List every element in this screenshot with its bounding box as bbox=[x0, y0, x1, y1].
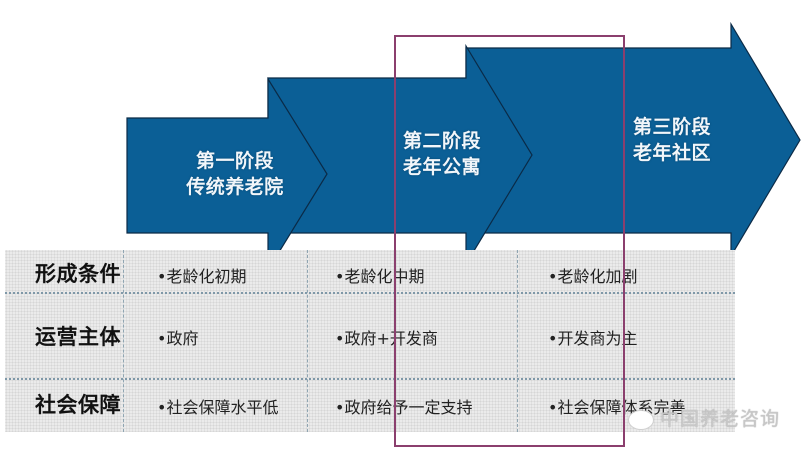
table-cell: •老龄化加剧 bbox=[548, 267, 638, 286]
arrow-stage-3 bbox=[465, 21, 801, 259]
table-cell: •老龄化中期 bbox=[335, 267, 425, 286]
table-cell: •开发商为主 bbox=[548, 329, 638, 348]
row-header-formation: 形成条件 bbox=[35, 262, 121, 286]
stage-2-highlight-box bbox=[394, 35, 625, 447]
arrow-stage-1 bbox=[126, 76, 328, 273]
stage-2-title: 第二阶段 bbox=[402, 130, 481, 152]
column-divider bbox=[307, 250, 308, 432]
arrow-stage-2 bbox=[267, 43, 533, 267]
row-divider bbox=[5, 378, 735, 380]
table-cell: •社会保障体系完善 bbox=[548, 398, 686, 417]
stage-2-label: 第二阶段 老年公寓 bbox=[392, 128, 492, 180]
watermark: 中国养老咨询 bbox=[628, 404, 780, 431]
table-cell: •政府+开发商 bbox=[335, 329, 438, 348]
row-header-social-security: 社会保障 bbox=[35, 393, 121, 417]
table-cell: •社会保障水平低 bbox=[157, 398, 279, 417]
stage-3-label: 第三阶段 老年社区 bbox=[624, 114, 720, 166]
stage-1-label: 第一阶段 传统养老院 bbox=[180, 148, 290, 200]
column-divider bbox=[517, 250, 518, 432]
row-header-operator: 运营主体 bbox=[35, 325, 121, 349]
table-cell: •政府 bbox=[157, 329, 199, 348]
watermark-text: 中国养老咨询 bbox=[660, 408, 781, 430]
stage-2-subtitle: 老年公寓 bbox=[402, 156, 481, 178]
column-divider bbox=[123, 250, 124, 432]
stage-3-subtitle: 老年社区 bbox=[632, 142, 711, 164]
wechat-icon bbox=[628, 409, 654, 430]
row-divider bbox=[5, 292, 735, 294]
table-cell: •老龄化初期 bbox=[157, 267, 247, 286]
table-cell: •政府给予一定支持 bbox=[335, 398, 473, 417]
stage-3-title: 第三阶段 bbox=[632, 116, 711, 138]
comparison-table: 形成条件 •老龄化初期 •老龄化中期 •老龄化加剧 运营主体 •政府 •政府+开… bbox=[5, 250, 735, 432]
stage-1-subtitle: 传统养老院 bbox=[186, 176, 284, 198]
stage-1-title: 第一阶段 bbox=[195, 150, 274, 172]
